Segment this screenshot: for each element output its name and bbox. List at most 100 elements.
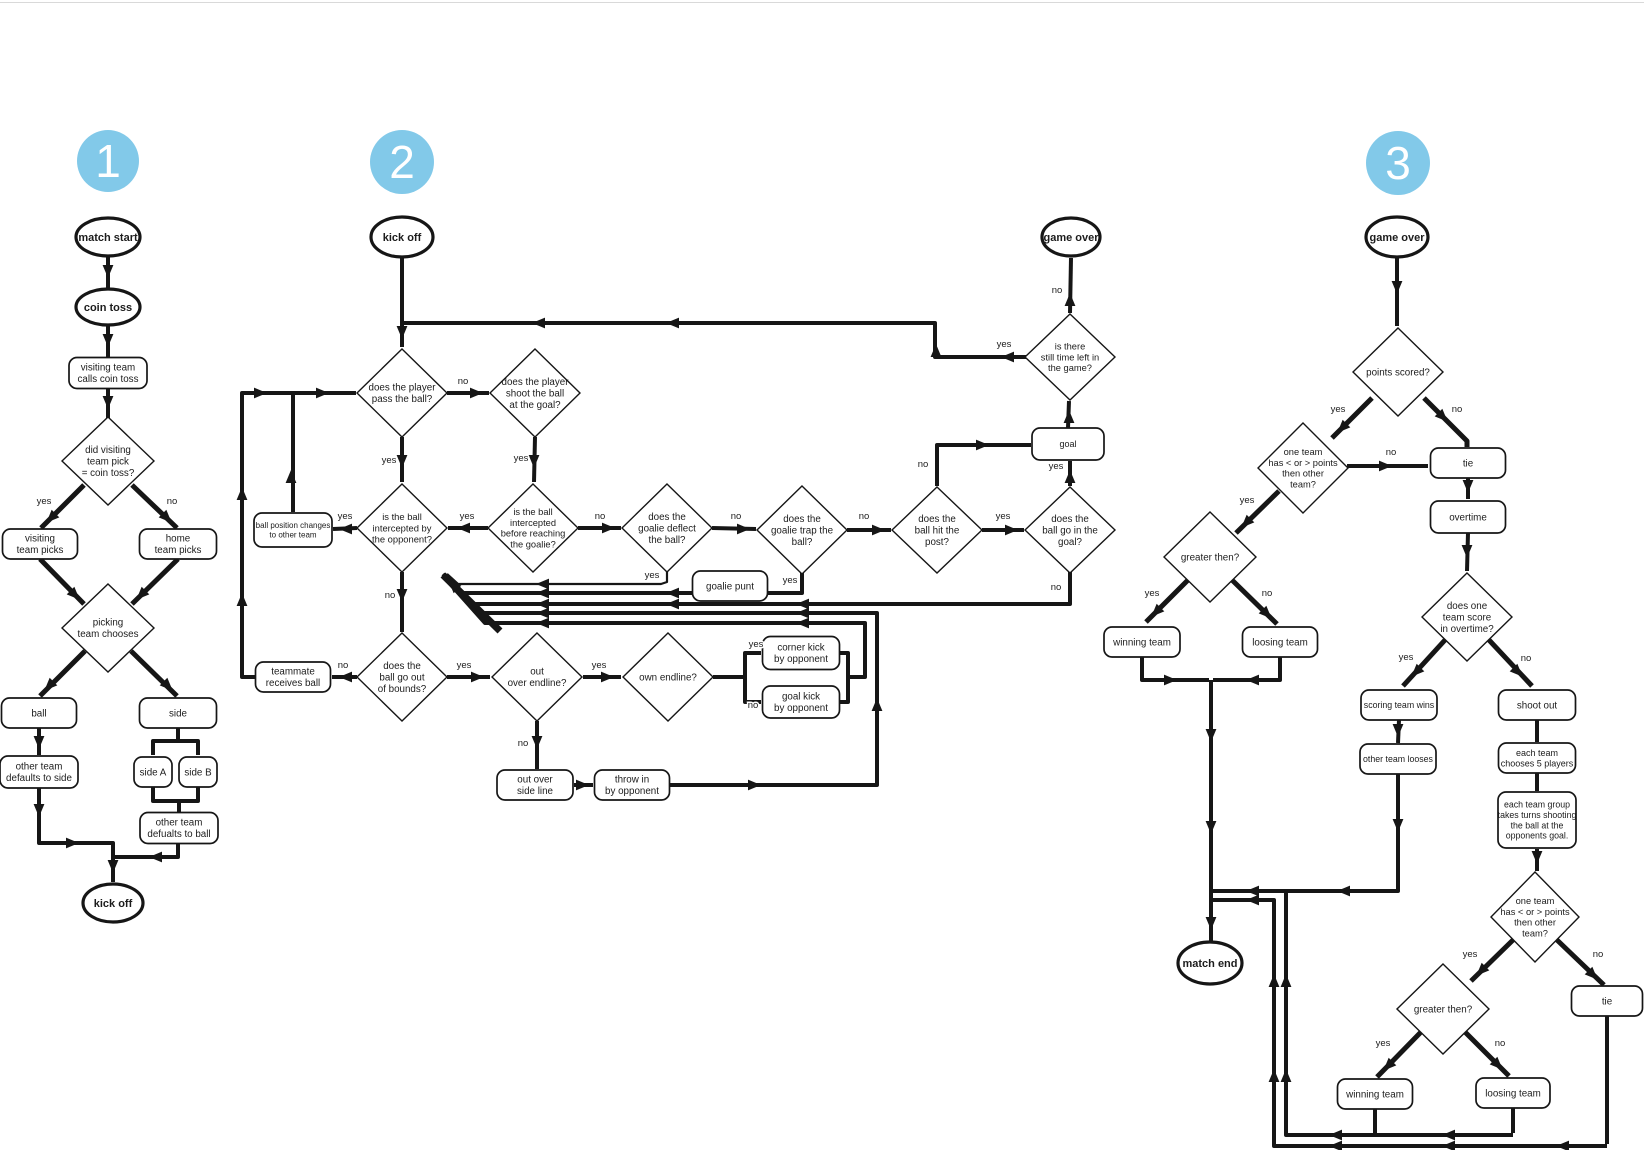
- node-label: match start: [78, 232, 138, 244]
- edge-side-b-merge: [179, 787, 200, 803]
- arrowhead: [448, 580, 462, 594]
- arrowhead: [1462, 480, 1474, 493]
- node-goal: goal: [1031, 427, 1105, 461]
- arrowhead: [158, 509, 172, 523]
- edge-label: yes: [749, 639, 764, 650]
- arrowhead: [536, 578, 549, 590]
- arrowhead: [1411, 663, 1425, 677]
- arrowhead: [1337, 885, 1350, 897]
- arrowhead: [107, 860, 119, 873]
- edge-label: no: [1052, 285, 1063, 296]
- arrowhead: [1329, 1140, 1342, 1150]
- edge-label: yes: [1331, 404, 1346, 415]
- node-label: goalie punt: [706, 581, 754, 592]
- edge-label: yes: [338, 511, 353, 522]
- arrowhead: [1337, 419, 1351, 433]
- node-label: game over: [1043, 232, 1099, 244]
- node-tie-2: tie: [1570, 985, 1644, 1017]
- node-winning-team-1: winning team: [1103, 626, 1181, 658]
- arrowhead: [1205, 821, 1217, 834]
- edge-side-split-a: [151, 728, 180, 755]
- arrowhead: [470, 387, 483, 399]
- node-label: kick off: [383, 232, 422, 244]
- edge-label: yes: [460, 511, 475, 522]
- arrowhead: [33, 804, 45, 817]
- arrowhead: [102, 334, 114, 347]
- edge-rail-b: [1213, 898, 1607, 1148]
- node-label: other team looses: [1363, 754, 1434, 764]
- arrowhead: [796, 598, 809, 610]
- arrowhead: [1442, 1129, 1455, 1141]
- arrowhead: [748, 779, 761, 791]
- arrowhead: [316, 387, 329, 399]
- edge-label: no: [518, 738, 529, 749]
- edge-deflect-yes-return: [446, 571, 669, 586]
- arrowhead: [1489, 1056, 1503, 1070]
- arrowhead: [601, 671, 614, 683]
- arrowhead: [1001, 351, 1014, 363]
- arrowhead: [536, 598, 549, 610]
- arrowhead: [1151, 603, 1165, 617]
- arrowhead: [1258, 605, 1272, 619]
- edge-own-endline-bracket: [743, 651, 761, 704]
- arrowhead: [1379, 460, 1392, 472]
- arrowhead: [339, 671, 352, 683]
- node-greater-then-2: greater then?: [1395, 963, 1491, 1055]
- edge-label: yes: [997, 339, 1012, 350]
- arrowhead: [457, 522, 470, 534]
- edge-goal-kick-merge-bottom: [840, 677, 850, 704]
- node-label: game over: [1369, 232, 1425, 244]
- arrowhead: [602, 522, 615, 534]
- node-game-over-3: game over: [1364, 215, 1430, 259]
- arrowhead: [285, 470, 297, 483]
- edge-label: yes: [457, 660, 472, 671]
- arrowhead: [102, 265, 114, 278]
- edge-corner-merge-top: [840, 651, 850, 677]
- node-side: side: [138, 697, 218, 729]
- edge-label: no: [1386, 447, 1397, 458]
- edge-trap-yes-to-punt: [768, 573, 804, 595]
- node-label: tie: [1602, 996, 1613, 1007]
- edge-label: yes: [1376, 1038, 1391, 1049]
- node-other-team-looses: other team looses: [1359, 743, 1437, 775]
- arrowhead: [396, 589, 408, 602]
- arrowhead: [471, 671, 484, 683]
- arrowhead: [536, 607, 549, 619]
- arrowhead: [1392, 819, 1404, 832]
- node-label: kick off: [94, 898, 133, 910]
- node-greater-then-1: greater then?: [1162, 511, 1258, 603]
- node-match-end: match end: [1176, 940, 1244, 986]
- arrowhead: [1584, 966, 1598, 980]
- edge-label: yes: [1049, 461, 1064, 472]
- arrowhead: [149, 851, 162, 863]
- edge-kicks-return: [442, 575, 867, 679]
- node-kick-off-2: kick off: [369, 215, 435, 259]
- edge-label: no: [731, 511, 742, 522]
- node-label: 2: [389, 136, 415, 188]
- arrowhead: [1164, 674, 1177, 686]
- node-points-scored: points scored?: [1351, 327, 1445, 417]
- page-title: SOCCER: [413, 5, 729, 89]
- node-winning-team-2: winning team: [1336, 1078, 1414, 1110]
- edge-label: no: [1521, 653, 1532, 664]
- header-subtitle-line2: of information in the game of soccer.: [156, 72, 358, 86]
- node-label: ball: [31, 708, 46, 719]
